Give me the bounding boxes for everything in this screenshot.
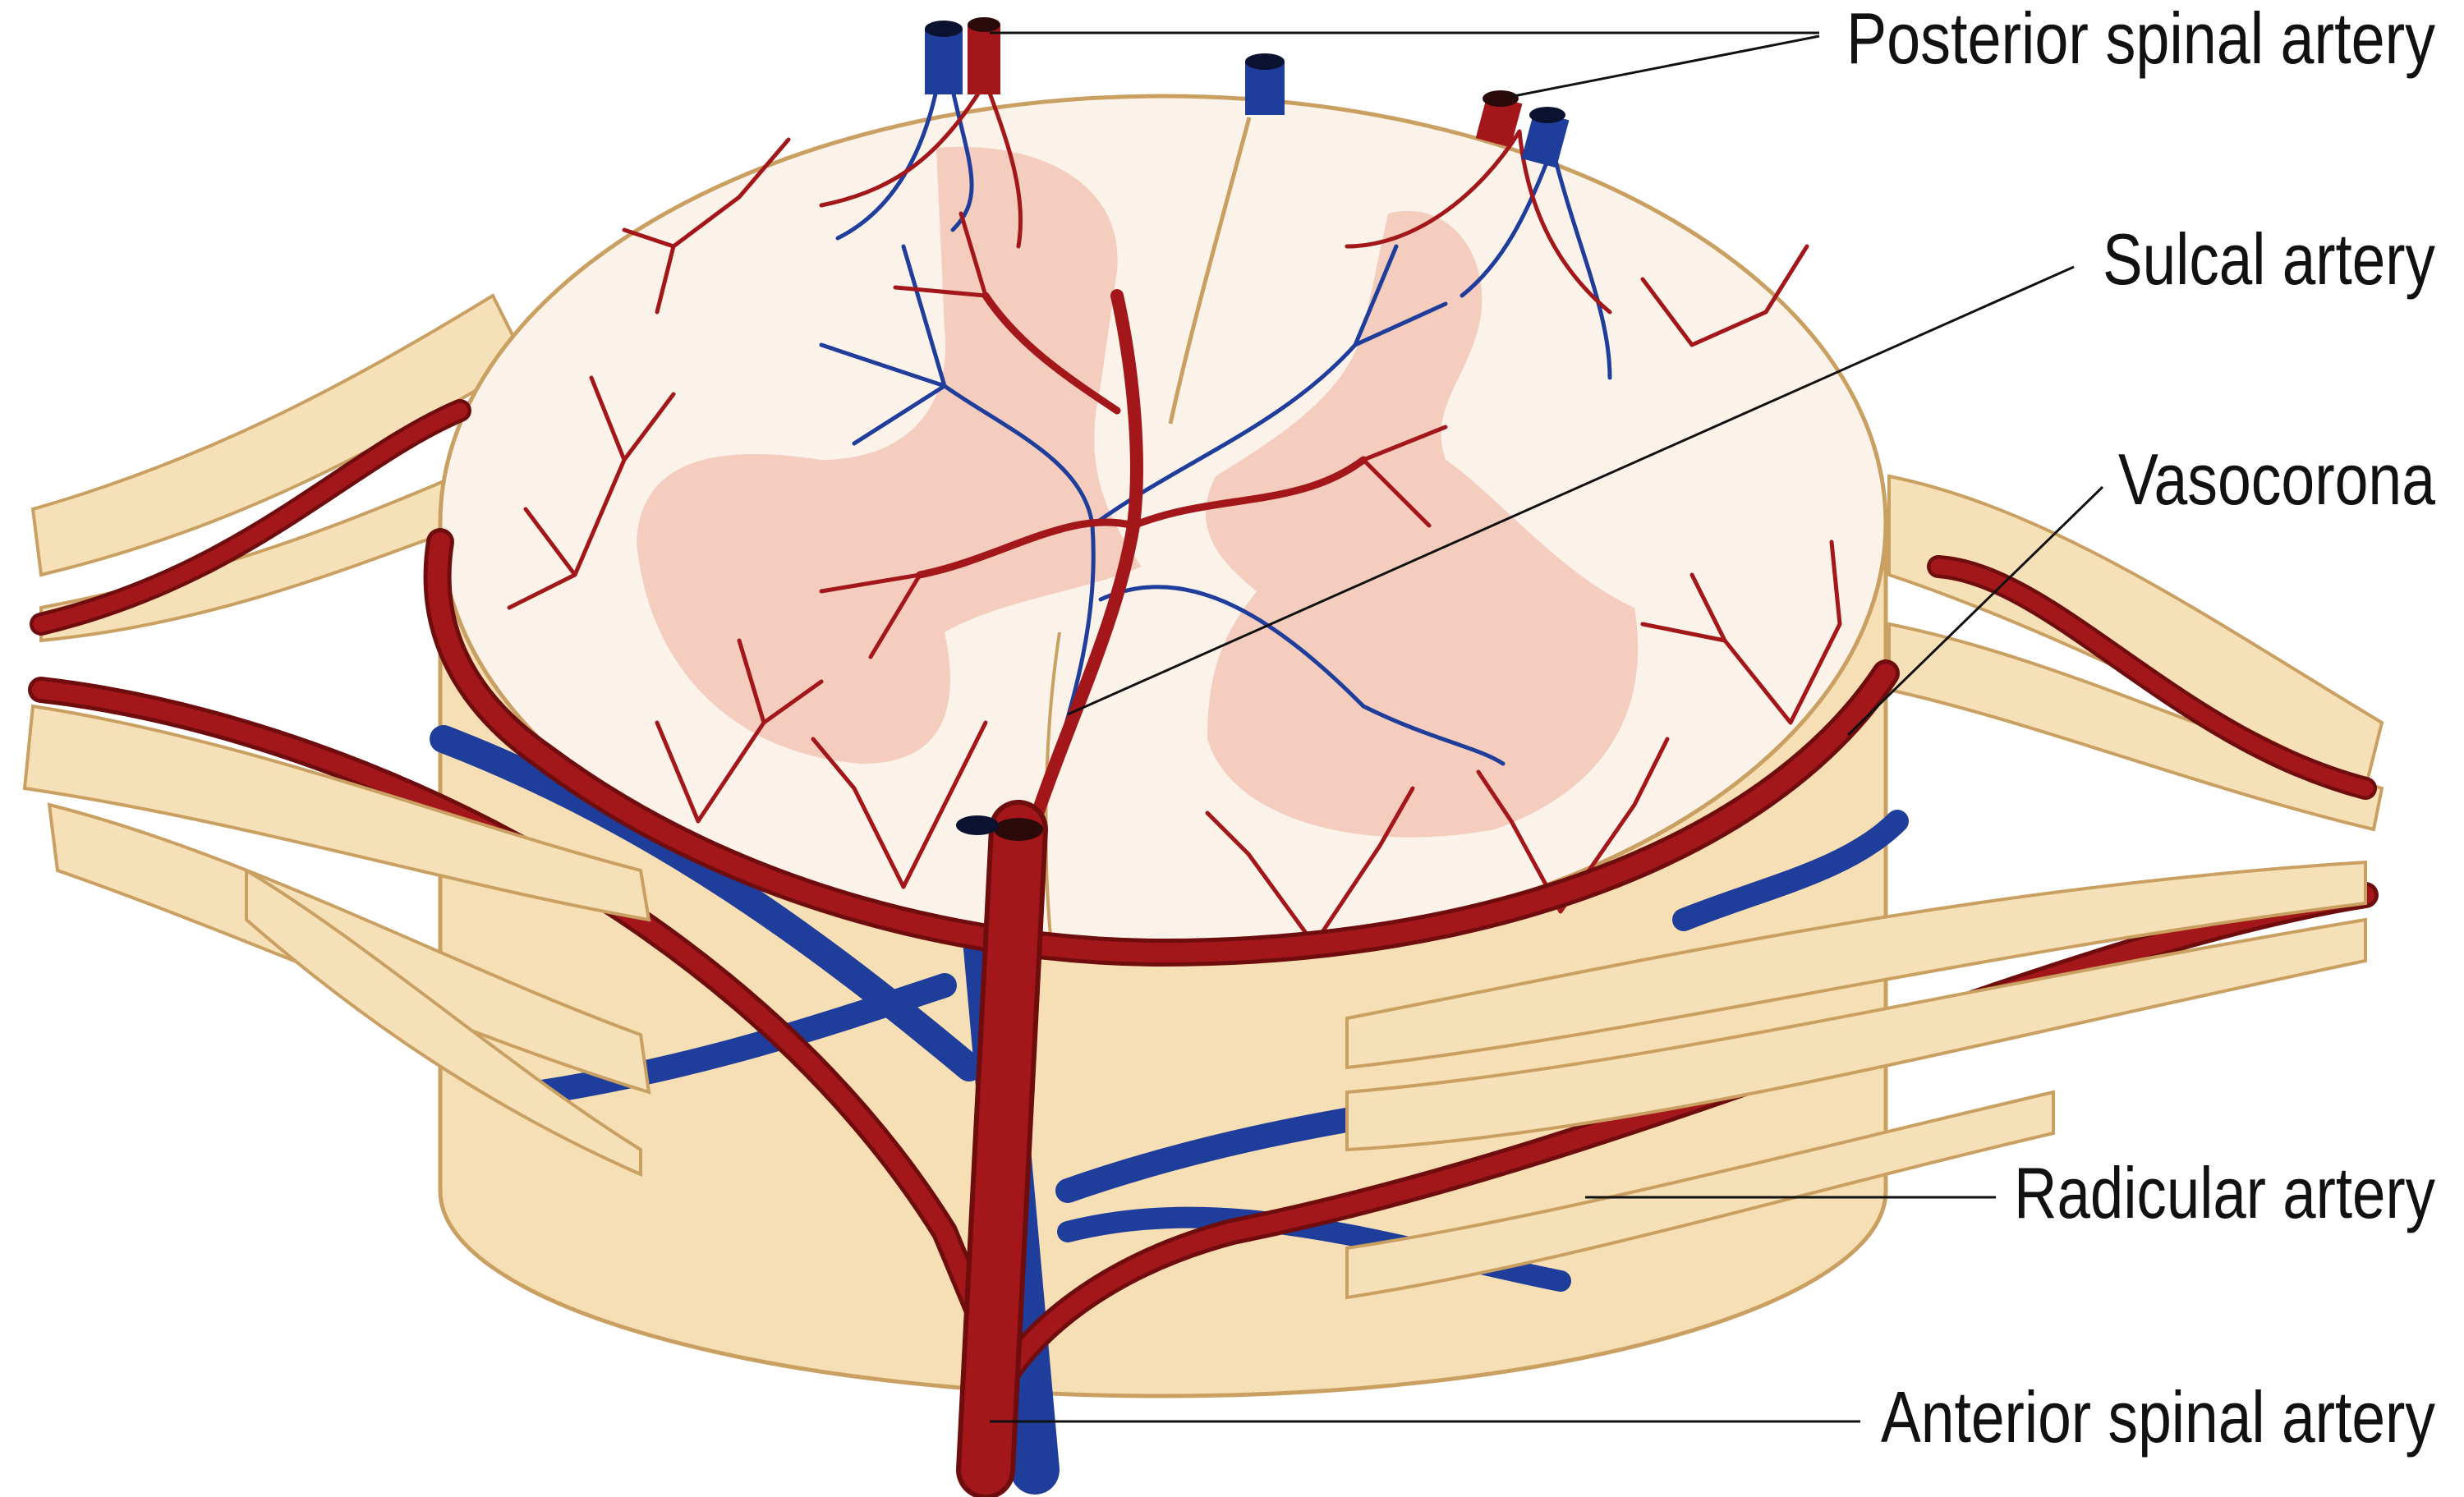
posterior-spinal-vessels xyxy=(925,17,1570,168)
leader-lines xyxy=(990,31,2104,1423)
cross-section xyxy=(438,94,1888,953)
anterior-vein-lumen xyxy=(956,815,999,835)
label-sulcal-artery: Sulcal artery xyxy=(2103,218,2435,300)
leader-sulcal-artery xyxy=(1067,265,2075,716)
nerve-root-right-upper xyxy=(1887,474,2384,832)
anterior-spinal-artery xyxy=(956,800,1048,1497)
label-radicular-artery: Radicular artery xyxy=(2014,1152,2435,1233)
intramedullary-branches xyxy=(507,80,1842,947)
posterior-median-septum xyxy=(1168,117,1252,425)
label-posterior-spinal-artery: Posterior spinal artery xyxy=(1846,0,2435,79)
nerve-root-right-lower xyxy=(1345,860,2367,1300)
label-anterior-spinal-artery: Anterior spinal artery xyxy=(1881,1376,2435,1458)
leader-vasocorona xyxy=(1846,485,2104,737)
gray-matter-right xyxy=(1206,210,1639,838)
anterior-artery-lumen xyxy=(994,818,1043,841)
label-vasocorona: Vasocorona xyxy=(2118,439,2435,520)
gray-matter-left xyxy=(637,146,1142,764)
leader-posterior-spinal-artery-2 xyxy=(1509,34,1820,99)
nerve-root-left-lower xyxy=(22,704,651,1178)
